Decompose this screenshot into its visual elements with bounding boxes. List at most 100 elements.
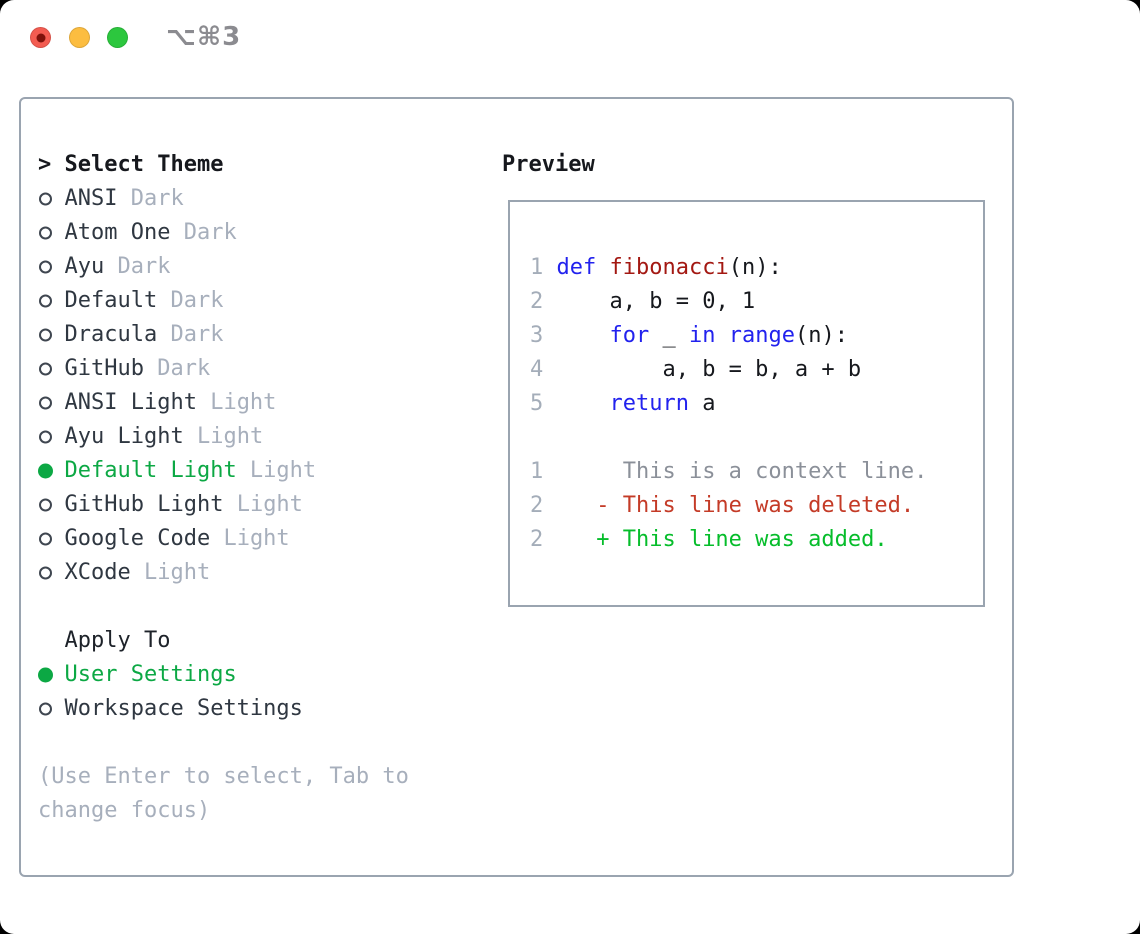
code-line: 2 + This line was added. [530,523,983,557]
theme-name: ANSI Light [64,390,197,415]
code-segment: return [609,391,689,416]
code-segment: 3 [530,323,557,348]
radio-selected-icon [38,463,53,479]
unsaved-dot-icon [36,33,45,42]
select-theme-header: > Select Theme [38,148,478,182]
theme-option[interactable]: Default Light Light [38,454,478,488]
code-segment: 5 [530,391,557,416]
code-line: 3 for _ in range(n): [530,319,983,353]
radio-unselected-icon [39,328,52,342]
code-segment: 2 [530,493,544,518]
code-segment: a, b = b, a + b [556,357,862,382]
theme-option[interactable]: Dracula Dark [38,318,478,352]
theme-option[interactable]: Google Code Light [38,522,478,556]
code-segment: 1 [530,459,544,484]
apply-to-option[interactable]: Workspace Settings [38,692,478,726]
spacer-row [38,590,478,624]
radio-unselected-icon [39,430,52,444]
code-segment: in [688,323,716,348]
hint-line: (Use Enter to select, Tab to [38,764,409,789]
code-segment: - This line was deleted. [543,493,915,518]
theme-variant: Dark [104,254,171,279]
radio-unselected-icon [39,192,52,206]
code-line: 2 - This line was deleted. [530,489,983,523]
radio-unselected-icon [39,532,52,546]
theme-variant: Dark [157,288,224,313]
code-segment: 1 [530,255,557,280]
theme-variant: Light [236,458,317,483]
theme-variant: Light [130,560,211,585]
code-segment [557,391,610,416]
theme-option[interactable]: GitHub Dark [38,352,478,386]
theme-name: GitHub [64,356,144,381]
theme-variant: Dark [157,322,224,347]
theme-option[interactable]: Ayu Dark [38,250,478,284]
spacer-row [38,726,478,760]
code-segment [715,323,728,348]
code-line: 1 This is a context line. [530,455,983,489]
apply-to-option-label: Workspace Settings [64,696,303,721]
theme-option[interactable]: Default Dark [38,284,478,318]
theme-variant: Light [223,492,303,517]
theme-name: Atom One [64,220,171,245]
theme-name: Dracula [64,322,158,347]
apply-to-option-label: User Settings [64,662,237,687]
code-segment: 2 [530,527,544,552]
hint-text: (Use Enter to select, Tab to [38,760,478,794]
theme-name: Google Code [64,526,211,551]
hint-line: change focus) [38,798,211,823]
radio-unselected-icon [39,362,52,376]
code-line: 5 return a [530,387,983,421]
code-segment: This is a context line. [543,459,928,484]
code-segment: a, b = 0, 1 [556,289,756,314]
minimize-button[interactable] [69,27,90,48]
code-segment [596,255,609,280]
keyboard-shortcut-label: ⌥⌘3 [166,22,242,52]
theme-option[interactable]: Atom One Dark [38,216,478,250]
theme-name: XCode [64,560,131,585]
theme-option[interactable]: XCode Light [38,556,478,590]
theme-option[interactable]: Ayu Light Light [38,420,478,454]
theme-name: GitHub Light [64,492,224,517]
theme-option[interactable]: ANSI Light Light [38,386,478,420]
radio-unselected-icon [39,396,52,410]
radio-selected-icon [38,667,53,683]
code-segment [557,323,610,348]
theme-name: Default Light [64,458,237,483]
zoom-button[interactable] [107,27,128,48]
radio-unselected-icon [39,566,52,580]
close-button[interactable] [30,27,51,48]
focus-caret-icon: > [38,152,52,177]
code-segment: + This line was added. [543,527,888,552]
radio-unselected-icon [39,294,52,308]
code-line [530,421,983,455]
theme-variant: Dark [143,356,211,381]
radio-unselected-icon [39,226,52,240]
preview-title: Preview [502,152,595,177]
theme-name: Default [64,288,158,313]
theme-name: ANSI [64,186,118,211]
theme-variant: Light [183,424,264,449]
apply-to-option[interactable]: User Settings [38,658,478,692]
hint-text: change focus) [38,794,478,828]
code-segment: fibonacci [609,255,729,280]
apply-to-label: Apply To [64,628,171,653]
theme-variant: Dark [117,186,184,211]
theme-name: Ayu Light [64,424,184,449]
theme-option[interactable]: ANSI Dark [38,182,478,216]
code-segment: 4 [530,357,557,382]
theme-variant: Light [196,390,277,415]
theme-variant: Dark [170,220,237,245]
titlebar: ⌥⌘3 [0,0,1140,76]
code-segment: for [609,323,650,348]
code-segment: _ [649,323,689,348]
radio-unselected-icon [39,702,52,716]
theme-option[interactable]: GitHub Light Light [38,488,478,522]
select-theme-label: Select Theme [64,152,224,177]
code-line: 2 a, b = 0, 1 [530,285,983,319]
